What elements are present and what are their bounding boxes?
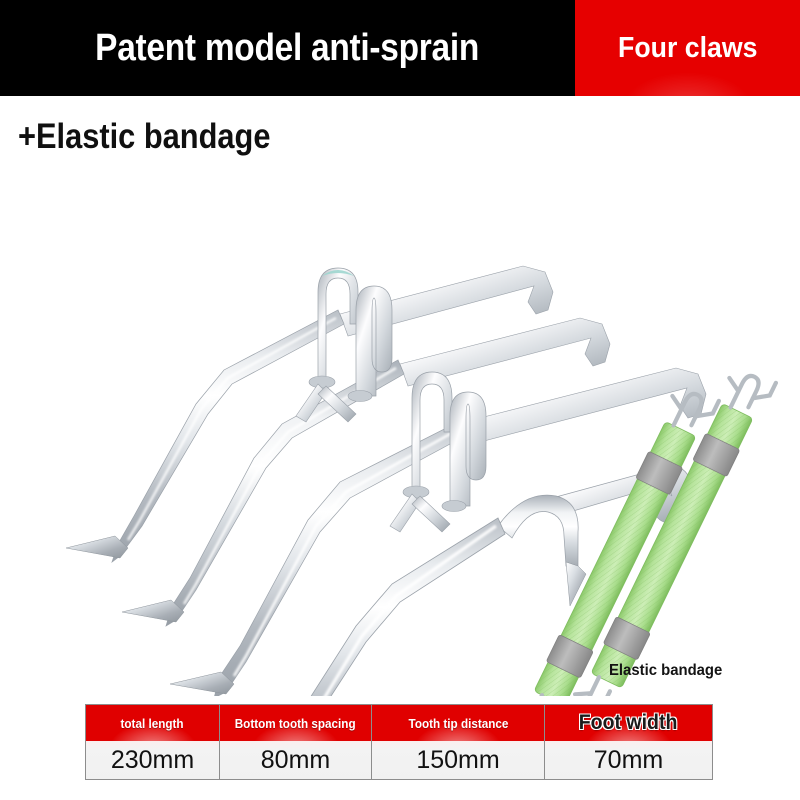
stake-hook-loop-front [389, 371, 487, 533]
spec-column-tooth-tip-distance: Tooth tip distance 150mm [372, 705, 545, 779]
spec-value-cell: 230mm [86, 741, 219, 779]
spec-value-label: 80mm [260, 745, 331, 774]
spec-value-label: 70mm [593, 745, 664, 774]
spec-value-cell: 150mm [372, 741, 544, 779]
spec-column-foot-width: Foot width 70mm [545, 705, 712, 779]
spec-value-cell: 80mm [220, 741, 371, 779]
spec-header-cell: Bottom tooth spacing [220, 705, 371, 741]
spec-value-label: 230mm [110, 745, 195, 774]
spec-column-bottom-tooth-spacing: Bottom tooth spacing 80mm [220, 705, 372, 779]
product-illustration [0, 96, 800, 696]
banner-badge-label: Four claws [617, 31, 758, 64]
spec-header-cell: total length [86, 705, 219, 741]
elastic-bandage-caption: Elastic bandage [609, 662, 723, 679]
elastic-bandage-group [526, 373, 779, 696]
spec-value-cell: 70mm [545, 741, 712, 779]
elastic-bandage-1 [526, 391, 722, 696]
subtitle-label: +Elastic bandage [18, 117, 271, 156]
banner-title: Patent model anti-sprain [95, 26, 480, 69]
spec-header-label: Tooth tip distance [408, 715, 508, 731]
spec-table: total length 230mm Bottom tooth spacing … [85, 704, 713, 780]
elastic-bandage-2 [572, 373, 779, 696]
stake-2 [121, 317, 611, 627]
spec-column-total-length: total length 230mm [86, 705, 220, 779]
banner-title-area: Patent model anti-sprain [0, 0, 575, 96]
product-image [0, 96, 800, 696]
spec-header-label: total length [120, 715, 185, 731]
spec-value-label: 150mm [416, 745, 500, 774]
spec-header-label: Foot width [579, 711, 678, 734]
top-banner: Patent model anti-sprain Four claws [0, 0, 800, 96]
spec-header-cell: Tooth tip distance [372, 705, 544, 741]
spec-header-cell: Foot width [545, 705, 712, 741]
spec-header-label: Bottom tooth spacing [235, 715, 356, 731]
banner-badge-area: Four claws [575, 0, 800, 96]
stake-group [65, 265, 707, 696]
stake-hook-loop-rear [295, 267, 393, 423]
